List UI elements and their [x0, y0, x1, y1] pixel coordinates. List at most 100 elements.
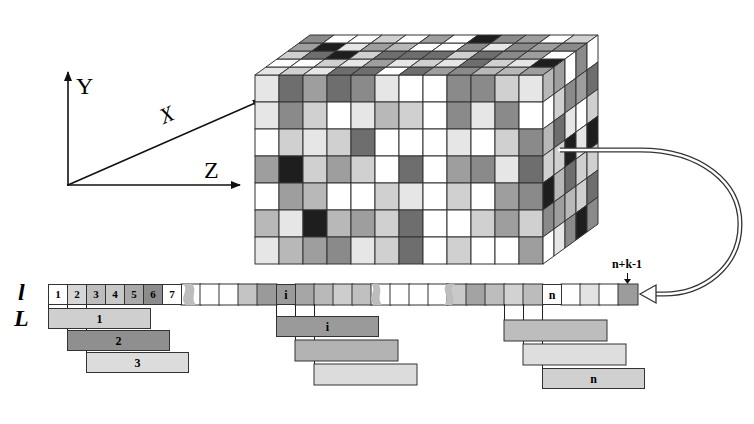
cell-number: 6: [150, 289, 156, 300]
voxel: [495, 129, 519, 156]
strip-cell: [390, 284, 410, 305]
voxel: [303, 156, 327, 183]
voxel: [471, 183, 495, 210]
window-bar: [314, 364, 417, 385]
strip-cell: [333, 284, 353, 305]
voxel: [255, 129, 279, 156]
row-label: l: [18, 280, 25, 304]
strip-cell: [409, 284, 429, 305]
voxel: [279, 237, 303, 264]
voxel: [423, 156, 447, 183]
voxel: [423, 183, 447, 210]
strip-cell: [371, 284, 391, 305]
voxel: [279, 156, 303, 183]
voxel: [303, 129, 327, 156]
voxel: [495, 237, 519, 264]
voxel: [519, 129, 543, 156]
strip-cell: [485, 284, 505, 305]
sequence-cell: 6: [143, 284, 163, 305]
z-axis: [67, 184, 240, 186]
voxel: [399, 237, 423, 264]
voxel-cube: [255, 35, 598, 264]
voxel: [351, 129, 375, 156]
voxel: [399, 75, 423, 102]
voxel: [327, 129, 351, 156]
voxel: [471, 210, 495, 237]
cell-number: 7: [169, 289, 175, 300]
voxel: [303, 75, 327, 102]
voxel: [375, 102, 399, 129]
pointer-head: [624, 279, 631, 284]
voxel: [423, 129, 447, 156]
row-label: L: [14, 306, 29, 330]
leader-line: [504, 304, 505, 320]
voxel: [327, 210, 351, 237]
voxel: [279, 129, 303, 156]
voxel: [303, 183, 327, 210]
sequence-cell: 1: [48, 284, 68, 305]
cell-number: n: [590, 373, 597, 385]
axis-label: Y: [76, 74, 93, 98]
voxel: [351, 237, 375, 264]
strip-cell: [561, 284, 581, 305]
cell-number: 2: [116, 335, 122, 347]
flow-arrowhead: [640, 285, 656, 303]
window-bar: i: [276, 316, 379, 337]
strip-cell: [599, 284, 619, 305]
cell-number: n: [549, 289, 556, 301]
voxel: [471, 156, 495, 183]
voxel: [255, 156, 279, 183]
strip-cell: [352, 284, 372, 305]
pointer-line: [627, 273, 628, 280]
voxel: [447, 237, 471, 264]
voxel: [471, 102, 495, 129]
voxel: [375, 75, 399, 102]
voxel: [255, 75, 279, 102]
voxel: [587, 197, 598, 232]
voxel: [327, 156, 351, 183]
voxel: [565, 213, 576, 248]
voxel: [303, 210, 327, 237]
strip-cell: [466, 284, 486, 305]
voxel: [327, 75, 351, 102]
voxel: [495, 183, 519, 210]
voxel: [255, 210, 279, 237]
voxel: [423, 75, 447, 102]
cell-number: 5: [131, 289, 137, 300]
sequence-cell: 2: [67, 284, 87, 305]
voxel: [447, 75, 471, 102]
voxel: [519, 183, 543, 210]
voxel: [351, 183, 375, 210]
voxel: [351, 75, 375, 102]
voxel: [495, 75, 519, 102]
voxel: [399, 156, 423, 183]
voxel: [423, 237, 447, 264]
sequence-cell: n: [542, 284, 562, 305]
voxel: [519, 237, 543, 264]
voxel: [495, 102, 519, 129]
cell-number: i: [284, 289, 287, 301]
strip-cell: [295, 284, 315, 305]
voxel: [399, 102, 423, 129]
leader-line: [276, 305, 277, 316]
voxel: [576, 205, 587, 240]
voxel: [375, 237, 399, 264]
torn-edge: [183, 284, 196, 305]
voxel: [399, 129, 423, 156]
strip-cell: [219, 284, 239, 305]
voxel: [327, 102, 351, 129]
voxel: [303, 102, 327, 129]
voxel: [399, 210, 423, 237]
cell-number: 1: [97, 313, 103, 325]
cell-number: i: [326, 321, 329, 333]
voxel: [519, 210, 543, 237]
sequence-cell: i: [276, 284, 296, 305]
strip-cell: [504, 284, 524, 305]
voxel: [375, 129, 399, 156]
voxel: [423, 102, 447, 129]
voxel: [375, 210, 399, 237]
cell-number: 2: [74, 289, 80, 300]
voxel: [423, 210, 447, 237]
voxel: [255, 237, 279, 264]
